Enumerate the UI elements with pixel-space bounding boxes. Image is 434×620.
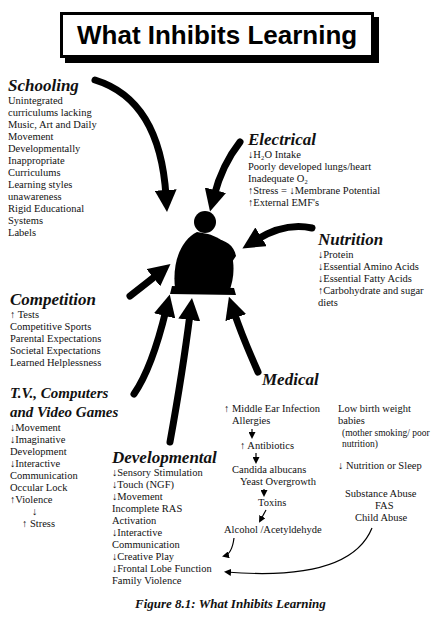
list-item: Parental Expectations xyxy=(10,333,132,345)
list-item: ↓Protein xyxy=(318,249,430,261)
category-heading: T.V., Computers and Video Games xyxy=(10,384,132,422)
chain-arrow xyxy=(255,453,256,462)
list-item: Societal Expectations xyxy=(10,345,132,357)
list-item: Toxins xyxy=(258,497,318,509)
list-item: Developmentally Inappropriate Curriculum… xyxy=(8,143,108,179)
category-heading: Schooling xyxy=(8,76,108,95)
category-group: SchoolingUnintegrated curriculums lackin… xyxy=(8,76,108,239)
list-item: ↑ Tests xyxy=(10,309,132,321)
inhibit-arrow xyxy=(134,310,166,394)
list-item: Alcohol /Acetyldehyde xyxy=(224,524,334,536)
title-text: What Inhibits Learning xyxy=(77,20,357,50)
list-item: Substance Abuse xyxy=(345,488,431,500)
list-item: ↓Interactive Communication xyxy=(10,458,106,482)
list-item: Poorly developed lungs/heart xyxy=(248,161,408,173)
list-item: ↑External EMF's xyxy=(248,197,408,209)
list-item: ↓Movement xyxy=(112,491,220,503)
category-heading: Developmental xyxy=(112,448,220,467)
list-item: ↓Interactive Communication xyxy=(112,527,220,551)
list-item: ↓Touch (NGF) xyxy=(112,479,220,491)
list-item: ↑Violence xyxy=(10,494,106,506)
list-item: Labels xyxy=(8,227,108,239)
list-item: ↓Movement xyxy=(10,422,106,434)
list-item: ↓Frontal Lobe Function xyxy=(112,563,220,575)
list-item: ↓Creative Play xyxy=(112,551,220,563)
list-item: ↓Imaginative Development xyxy=(10,434,106,458)
list-item: ↓Sensory Stimulation xyxy=(112,467,220,479)
category-heading: Electrical xyxy=(248,130,408,149)
category-heading: Nutrition xyxy=(318,230,430,249)
list-item: ↓Essential Amino Acids xyxy=(318,261,430,273)
list-item: (mother smoking/ poor nutrition) xyxy=(342,428,430,450)
list-item: ↑Stress = ↓Membrane Potential xyxy=(248,185,408,197)
figure-caption: Figure 8.1: What Inhibits Learning xyxy=(135,596,326,612)
inhibit-arrow xyxy=(214,142,240,196)
inhibit-arrow xyxy=(234,312,258,372)
list-item: Child Abuse xyxy=(355,512,431,524)
category-group: Competition↑ TestsCompetitive SportsPare… xyxy=(10,290,132,369)
inhibit-arrow xyxy=(95,80,166,196)
list-item: ↑ Stress xyxy=(22,518,118,530)
category-group: Developmental↓Sensory Stimulation↓Touch … xyxy=(112,448,220,587)
list-item: Incomplete RAS Activation xyxy=(112,503,220,527)
list-item: ↑ Middle Ear Infection xyxy=(224,403,332,415)
list-item: ↓Essential Fatty Acids xyxy=(318,273,430,285)
chain-arrow xyxy=(263,489,264,495)
list-item: Competitive Sports xyxy=(10,321,132,333)
sitting-figure xyxy=(170,211,236,295)
category-group: Electrical↓H₂O IntakePoorly developed lu… xyxy=(248,130,408,209)
list-item: ↓ Nutrition or Sleep xyxy=(338,460,432,472)
list-item: Rigid Educational Systems xyxy=(8,203,108,227)
category-heading: Medical xyxy=(262,370,382,389)
list-item: Unintegrated curriculums lacking Music, … xyxy=(8,95,108,143)
list-item: Inadequate O₂ xyxy=(248,173,408,185)
list-item: Family Violence xyxy=(112,575,220,587)
list-item: Allergies xyxy=(232,415,322,427)
chain-arrow xyxy=(260,510,266,521)
title-box: What Inhibits Learning xyxy=(60,12,374,58)
inhibit-arrow xyxy=(130,274,158,296)
list-item: ↑ Antibiotics xyxy=(240,440,330,452)
chain-arrow xyxy=(224,538,234,556)
chain-arrow xyxy=(251,429,252,437)
list-item: Yeast Overgrowth xyxy=(240,476,340,488)
list-item: Low birth weight babies xyxy=(338,403,428,427)
list-item: Occular Lock xyxy=(10,482,106,494)
list-item: Learned Helplessness xyxy=(10,357,132,369)
category-group: Nutrition↓Protein↓Essential Amino Acids↓… xyxy=(318,230,430,309)
list-item: Learning styles unawareness xyxy=(8,179,108,203)
category-heading: Competition xyxy=(10,290,132,309)
list-item: FAS xyxy=(375,500,415,512)
list-item: ↑Carbohydrate and sugar diets xyxy=(318,285,430,309)
list-item: Candida albucans xyxy=(232,464,332,476)
inhibit-arrow xyxy=(256,227,312,241)
list-item: ↓H₂O Intake xyxy=(248,149,408,161)
inhibit-arrow xyxy=(170,314,190,442)
